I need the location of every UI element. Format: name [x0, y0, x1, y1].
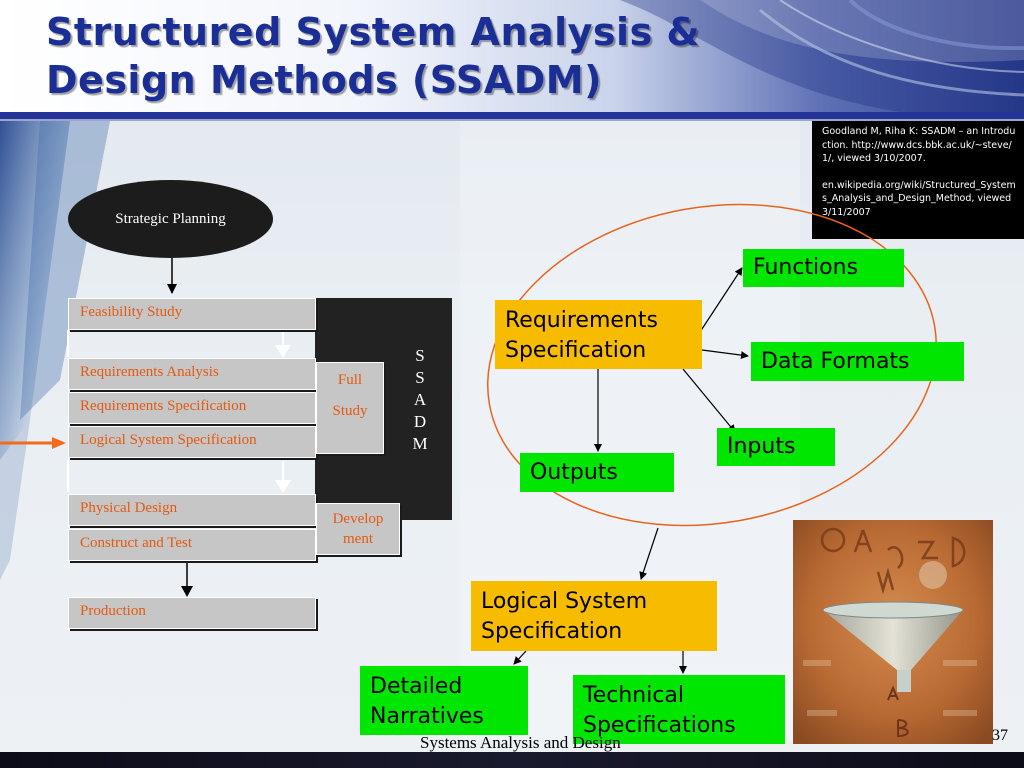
ssadm-letter: D [413, 412, 427, 431]
arrow-to-narratives [513, 650, 527, 665]
technical-line2: Specifications [583, 713, 736, 738]
funnel-letters-painting [793, 520, 993, 744]
header-banner: Structured System Analysis & Design Meth… [0, 0, 1024, 112]
arrow-to-inputs [682, 368, 736, 433]
detailed-narratives-box: Detailed Narratives [360, 666, 528, 735]
arrow-to-logical [639, 527, 659, 580]
arrow-head-2 [275, 480, 291, 493]
development-label: Develop ment [316, 503, 400, 555]
stage-physical-design: Physical Design [68, 494, 316, 526]
requirements-spec-line1: Requirements [505, 308, 658, 333]
footer-course-title: Systems Analysis and Design [420, 733, 621, 752]
header-divider [0, 112, 1024, 119]
ssadm-letter: M [412, 434, 428, 453]
arrow-to-functions [699, 267, 743, 333]
stage-requirements-specification: Requirements Specification [68, 392, 316, 424]
stage-feasibility-study: Feasibility Study [68, 298, 316, 330]
narratives-line2: Narratives [370, 704, 484, 729]
requirements-spec-line2: Specification [505, 338, 647, 363]
arrow-head-3 [181, 586, 193, 597]
logical-spec-line2: Specification [481, 619, 623, 644]
citation-goodland: Goodland M, Riha K: SSADM – an Introduct… [822, 126, 1016, 164]
arrow-to-data-formats [701, 349, 749, 360]
strategic-planning-node: Strategic Planning [68, 180, 273, 258]
ssadm-letter: A [413, 390, 427, 409]
ssadm-vertical-label: S S A D M [405, 345, 435, 455]
ssadm-letter: S [415, 368, 425, 387]
stage-requirements-analysis: Requirements Analysis [68, 358, 316, 390]
stage-production: Production [68, 597, 316, 629]
header-swirl-art [620, 0, 1024, 112]
page-number: 37 [992, 727, 1008, 744]
arrow-right-icon [52, 437, 66, 449]
strategic-planning-label: Strategic Planning [115, 210, 226, 227]
technical-specifications-box: Technical Specifications [573, 675, 785, 744]
logical-system-specification-box: Logical System Specification [471, 581, 717, 651]
inputs-box: Inputs [717, 428, 835, 466]
full-study-label: Full Study [316, 362, 384, 454]
arrow-head-1 [275, 345, 291, 358]
full-study-line2: Study [332, 403, 368, 419]
citation-wikipedia: en.wikipedia.org/wiki/Structured_Systems… [822, 179, 1016, 218]
development-line2: ment [343, 531, 373, 547]
citation-box: Goodland M, Riha K: SSADM – an Introduct… [812, 121, 1024, 239]
development-line1: Develop [332, 511, 384, 527]
functions-box: Functions [743, 249, 904, 287]
full-study-line1: Full [337, 372, 363, 388]
footer-bar [0, 752, 1024, 768]
requirements-specification-box: Requirements Specification [495, 300, 702, 369]
ssadm-letter: S [415, 346, 425, 365]
slide-title: Structured System Analysis & Design Meth… [46, 10, 701, 102]
outputs-box: Outputs [520, 453, 674, 492]
logical-spec-line1: Logical System [481, 589, 648, 614]
technical-line1: Technical [583, 683, 685, 708]
stage-logical-system-specification: Logical System Specification [68, 426, 316, 458]
header-divider-light [0, 119, 1024, 121]
requirements-ellipse [486, 203, 938, 527]
stage-construct-and-test: Construct and Test [68, 529, 316, 561]
narratives-line1: Detailed [370, 674, 463, 699]
data-formats-box: Data Formats [751, 342, 964, 381]
